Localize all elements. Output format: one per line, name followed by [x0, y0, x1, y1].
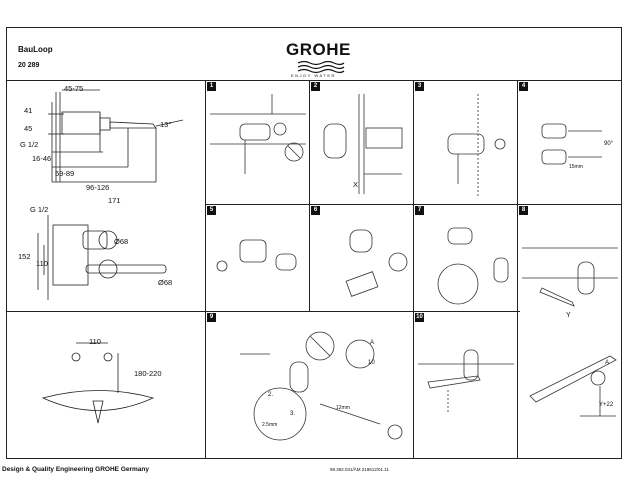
- step-badge-7: 7: [415, 206, 424, 215]
- step-badge-9: 9: [207, 313, 216, 322]
- dim-g-half-top: G 1/2: [20, 140, 39, 149]
- step-8-y-label: Y: [566, 312, 571, 319]
- dim-110-vertical: 110: [36, 259, 48, 268]
- final-check-illustration: [529, 355, 617, 417]
- instruction-sheet: [6, 27, 622, 459]
- step-badge-6: 6: [311, 206, 320, 215]
- dim-110-horizontal: 110: [89, 337, 101, 346]
- dim-45-75: 45-75: [64, 84, 84, 93]
- step-10-illustration: [418, 349, 514, 414]
- side-view-drawing: [48, 89, 184, 183]
- row-divider-2: [6, 311, 520, 312]
- dim-diameter-68-a: Ø68: [114, 237, 129, 246]
- step-9-10-label: 10: [368, 360, 375, 366]
- step-10-a-label: A: [605, 360, 610, 366]
- step-9-3-label: 3.: [290, 411, 296, 417]
- step-5-illustration: [216, 239, 297, 272]
- step-6-illustration: [345, 229, 408, 297]
- product-name: BauLoop: [18, 45, 53, 54]
- dim-171: 171: [108, 196, 121, 205]
- col-divider-4: [517, 80, 518, 459]
- brand-tagline: ENJOY WATER: [291, 73, 336, 78]
- step-9-2-label: 2.: [268, 392, 274, 398]
- brand-logo: GROHE: [286, 40, 351, 59]
- dim-180-220: 180-220: [134, 369, 162, 378]
- step-badge-1: 1: [207, 82, 216, 91]
- front-view-drawing: [37, 215, 167, 300]
- header-divider: [6, 80, 622, 81]
- dim-45: 45: [24, 124, 33, 133]
- step-9-illustration: [240, 331, 403, 441]
- step-4-illustration: [541, 123, 602, 165]
- step-9-12mm-label: 12mm: [336, 405, 350, 411]
- step-9-2-5mm-label: 2.5mm: [262, 422, 278, 428]
- dim-152: 152: [18, 252, 31, 261]
- dim-41: 41: [24, 106, 33, 115]
- step-badge-8: 8: [519, 206, 528, 215]
- col-divider-2: [309, 80, 310, 311]
- dim-g-half-mid: G 1/2: [30, 205, 49, 214]
- water-waves-icon: [297, 60, 345, 74]
- step-1-illustration: [210, 94, 306, 174]
- step-10-y22-label: Y+22: [599, 402, 614, 408]
- step-9-a-label: A: [370, 340, 375, 346]
- col-divider-1: [205, 80, 206, 459]
- step-badge-2: 2: [311, 82, 320, 91]
- dim-13-degree: 13°: [160, 120, 172, 129]
- step-2-illustration: [323, 94, 403, 194]
- dim-diameter-68-b: Ø68: [158, 278, 173, 287]
- dim-16-46: 16-46: [32, 154, 52, 163]
- row-divider-1: [205, 204, 622, 205]
- dim-59-89: 59-89: [55, 169, 75, 178]
- step-badge-4: 4: [519, 82, 528, 91]
- basin-layout-drawing: [41, 342, 155, 424]
- step-badge-3: 3: [415, 82, 424, 91]
- step-4-90-degree: 90°: [604, 141, 614, 147]
- step-4-15mm: 15mm: [569, 164, 583, 170]
- dim-96-126: 96-126: [86, 183, 110, 192]
- step-8-illustration: [522, 247, 618, 307]
- step-badge-5: 5: [207, 206, 216, 215]
- step-3-illustration: [447, 94, 506, 198]
- footer-design-credit: Design & Quality Engineering GROHE Germa…: [2, 466, 150, 473]
- step-7-illustration: [437, 227, 509, 305]
- footer-document-number: 99.392.031/ÄM 219612/01.11: [330, 467, 389, 472]
- step-2-x-label: X: [353, 180, 359, 189]
- step-badge-10: 10: [415, 313, 424, 322]
- product-code: 20 289: [18, 62, 40, 69]
- col-divider-3: [413, 80, 414, 459]
